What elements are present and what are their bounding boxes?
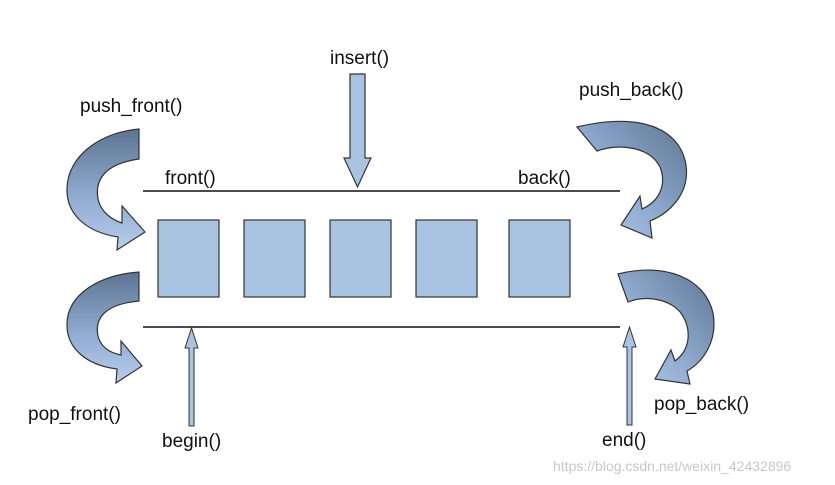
element-box-2	[243, 219, 306, 298]
front-label: front()	[165, 168, 216, 189]
insert-label: insert()	[330, 48, 389, 69]
push-front-label: push_front()	[80, 96, 182, 117]
element-box-5	[508, 219, 571, 298]
pop-back-arrow-icon	[617, 269, 715, 385]
element-box-3	[329, 219, 392, 298]
element-box-4	[415, 219, 478, 298]
pop-front-arrow-icon	[66, 271, 143, 385]
pop-back-label: pop_back()	[654, 394, 749, 415]
element-box-1	[157, 219, 220, 298]
back-label: back()	[518, 168, 571, 189]
end-label: end()	[602, 430, 646, 451]
end-arrow-icon	[622, 325, 637, 426]
pop-front-label: pop_front()	[28, 404, 121, 425]
begin-label: begin()	[162, 431, 221, 452]
push-back-label: push_back()	[579, 80, 684, 101]
insert-arrow-icon	[343, 73, 372, 189]
watermark-text: https://blog.csdn.net/weixin_42432896	[553, 458, 791, 474]
push-front-arrow-icon	[66, 128, 146, 252]
push-back-arrow-icon	[575, 120, 688, 239]
begin-arrow-icon	[184, 326, 199, 427]
